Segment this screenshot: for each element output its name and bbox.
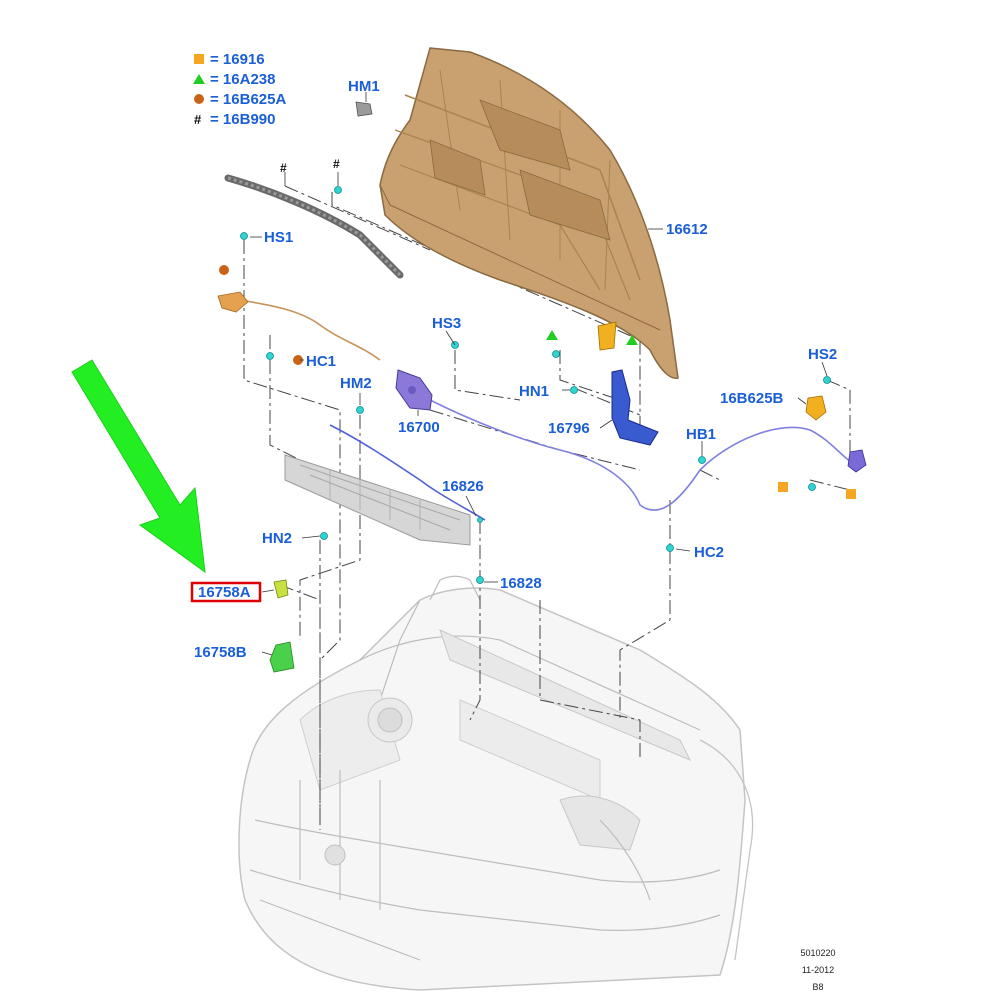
footer-ref: 5010220 bbox=[800, 948, 835, 958]
legend: = 16916 = 16A238 = 16B625A # = 16B990 bbox=[193, 51, 286, 128]
label-16826: 16826 bbox=[442, 478, 484, 495]
hood-bracket-orange bbox=[597, 321, 617, 351]
label-16796: 16796 bbox=[548, 420, 590, 437]
green-triangle-icon bbox=[193, 74, 205, 84]
footer-code: B8 bbox=[812, 982, 823, 992]
bumper-16758b bbox=[269, 641, 295, 673]
hood-latch-cable bbox=[329, 424, 486, 521]
green-arrow-icon bbox=[71, 359, 206, 574]
label-16758a: 16758A bbox=[198, 584, 251, 601]
fastener-clips bbox=[240, 186, 831, 584]
legend-item-16916: = 16916 bbox=[210, 51, 265, 68]
vehicle-front-body bbox=[238, 575, 754, 991]
legend-item-16b990: = 16B990 bbox=[210, 111, 275, 128]
brown-circle-icon bbox=[219, 265, 229, 275]
label-hc2: HC2 bbox=[694, 544, 724, 561]
label-hs3: HS3 bbox=[432, 315, 461, 332]
brown-circle-icon bbox=[194, 94, 204, 104]
orange-square-icon bbox=[778, 482, 788, 492]
leader-lines bbox=[250, 92, 828, 656]
label-hash-clip: # bbox=[333, 157, 340, 171]
highlight-box bbox=[190, 581, 262, 603]
hood-weatherstrip bbox=[224, 174, 404, 279]
hood-pin-hm1 bbox=[355, 101, 373, 117]
hash-icon: # bbox=[194, 112, 202, 127]
legend-item-16b625a: = 16B625A bbox=[210, 91, 286, 108]
orange-square-icon bbox=[846, 489, 856, 499]
label-16b625b: 16B625B bbox=[720, 390, 784, 407]
hood-support-16b625b bbox=[805, 395, 827, 421]
label-hm1: HM1 bbox=[348, 78, 380, 95]
brown-circle-icon bbox=[293, 355, 303, 365]
label-hn1: HN1 bbox=[519, 383, 549, 400]
part-symbol-markers bbox=[219, 265, 856, 499]
label-hn2: HN2 bbox=[262, 530, 292, 547]
label-16828: 16828 bbox=[500, 575, 542, 592]
label-16758b: 16758B bbox=[194, 644, 247, 661]
label-16612: 16612 bbox=[666, 221, 708, 238]
label-hc1: HC1 bbox=[306, 353, 336, 370]
callout-labels: HM1 16612 HS1 HS3 HS2 HC1 HM2 HN1 16B625… bbox=[194, 78, 837, 661]
legend-item-16a238: = 16A238 bbox=[210, 71, 275, 88]
release-cable-orange bbox=[217, 291, 381, 361]
release-cable-lavender bbox=[429, 399, 856, 511]
label-hm2: HM2 bbox=[340, 375, 372, 392]
green-triangle-icon bbox=[546, 330, 558, 340]
bumper-16758a bbox=[273, 579, 289, 599]
radiator-shield bbox=[284, 454, 471, 546]
latch-bracket-16796 bbox=[611, 369, 659, 446]
label-hs2: HS2 bbox=[808, 346, 837, 363]
green-triangle-icon bbox=[626, 335, 638, 345]
label-hs1: HS1 bbox=[264, 229, 293, 246]
hs2-latch bbox=[847, 449, 867, 473]
label-16700: 16700 bbox=[398, 419, 440, 436]
footer-date: 11-2012 bbox=[802, 965, 834, 975]
label-hb1: HB1 bbox=[686, 426, 716, 443]
orange-square-icon bbox=[194, 54, 204, 64]
latch-16700 bbox=[395, 369, 433, 411]
label-hash-weatherstrip: # bbox=[280, 161, 287, 175]
hood-panel bbox=[379, 47, 679, 379]
diagram-footer: 5010220 11-2012 B8 bbox=[800, 948, 835, 992]
